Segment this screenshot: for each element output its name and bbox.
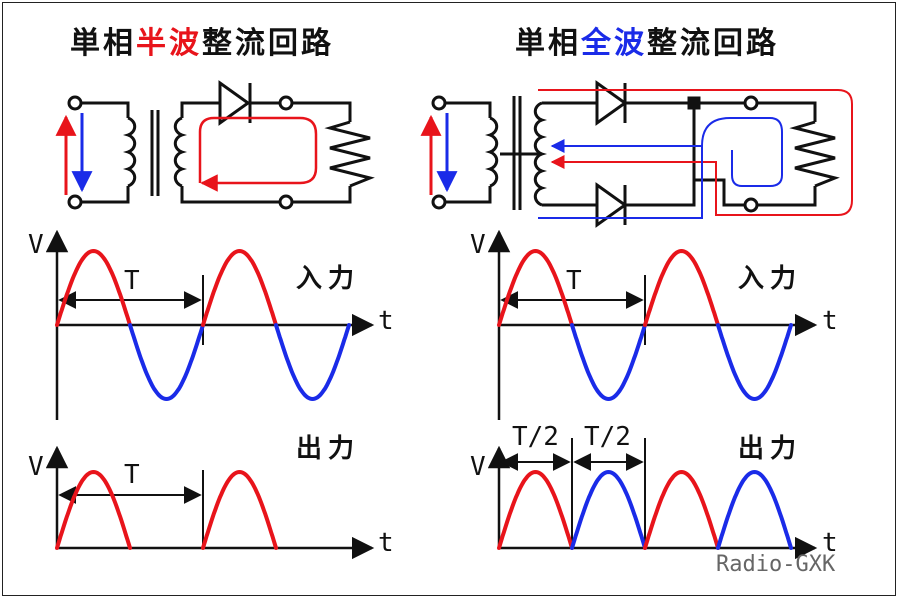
credit-text: Radio-GXK — [716, 552, 836, 577]
right-output-v-label: V — [470, 452, 486, 482]
right-input-period-label: T — [566, 266, 582, 296]
left-input-wave-pos-2 — [201, 248, 278, 327]
right-output-wave-3 — [643, 469, 720, 550]
fw-input-terminal-top — [431, 95, 447, 111]
title-full-wave-suffix: 整流回路 — [647, 26, 779, 61]
input-terminal-bottom — [67, 194, 83, 210]
right-output-half-label-1: T/2 — [512, 422, 559, 452]
left-input-wave-pos-1 — [55, 248, 132, 327]
title-half-wave-accent: 半波 — [136, 26, 202, 61]
title-full-wave-accent: 全波 — [581, 26, 647, 61]
output-terminal-bottom — [278, 194, 294, 210]
primary-wire — [81, 101, 130, 204]
half-wave-current-loop — [198, 116, 318, 192]
right-output-label: 出力 — [738, 434, 803, 464]
secondary-coil — [173, 116, 188, 188]
left-output-label: 出力 — [296, 434, 361, 464]
secondary-wire — [180, 101, 280, 204]
right-input-wave-pos-2 — [643, 248, 720, 327]
diode — [218, 80, 252, 126]
right-input-label: 入力 — [738, 264, 803, 294]
fw-load-wire — [694, 101, 817, 207]
right-output-wave-2 — [570, 469, 647, 550]
title-full-wave-prefix: 単相 — [515, 26, 581, 61]
fw-output-terminal-bottom — [743, 197, 759, 213]
right-input-wave-neg-1 — [570, 323, 647, 402]
primary-coil — [122, 116, 137, 188]
right-output-wave-4 — [716, 469, 793, 550]
output-terminal-top — [278, 95, 294, 111]
fw-load-resistor — [789, 120, 840, 188]
left-output-t-label: t — [378, 528, 394, 558]
load-resistor — [324, 120, 375, 188]
left-output-wave-1 — [55, 469, 132, 550]
fw-current-red — [538, 89, 853, 216]
right-output-half-label-2: T/2 — [584, 422, 631, 452]
left-input-wave-neg-1 — [128, 323, 205, 402]
left-input-t-label: t — [378, 306, 394, 336]
right-input-wave-pos-1 — [497, 248, 574, 327]
input-terminal-top — [67, 95, 83, 111]
fw-primary-coil — [484, 116, 499, 188]
title-half-wave: 単相半波整流回路 — [70, 18, 334, 62]
full-wave-circuit — [431, 80, 840, 228]
right-output-t-label: t — [822, 528, 838, 558]
right-input-v-label: V — [470, 230, 486, 260]
left-input-period-label: T — [124, 266, 140, 296]
fw-current-blue — [538, 139, 703, 219]
fw-output-terminal-top — [743, 95, 759, 111]
title-full-wave: 単相全波整流回路 — [515, 18, 779, 62]
right-input-t-label: t — [822, 306, 838, 336]
fw-secondary-wire — [500, 101, 696, 207]
fw-primary-wire — [445, 101, 492, 204]
title-half-wave-suffix: 整流回路 — [202, 26, 334, 61]
left-input-wave-neg-2 — [274, 323, 351, 402]
left-input-label: 入力 — [296, 264, 361, 294]
fw-current-blue-loop — [701, 117, 783, 187]
left-output-period-label: T — [124, 460, 140, 490]
title-half-wave-prefix: 単相 — [70, 26, 136, 61]
half-wave-circuit — [67, 80, 375, 210]
left-output-v-label: V — [28, 452, 44, 482]
right-output-wave-1 — [497, 469, 574, 550]
left-output-wave-2 — [201, 469, 278, 550]
left-input-v-label: V — [28, 230, 44, 260]
fw-input-terminal-bottom — [431, 194, 447, 210]
load-wire — [292, 101, 352, 204]
right-input-wave-neg-2 — [716, 323, 793, 402]
